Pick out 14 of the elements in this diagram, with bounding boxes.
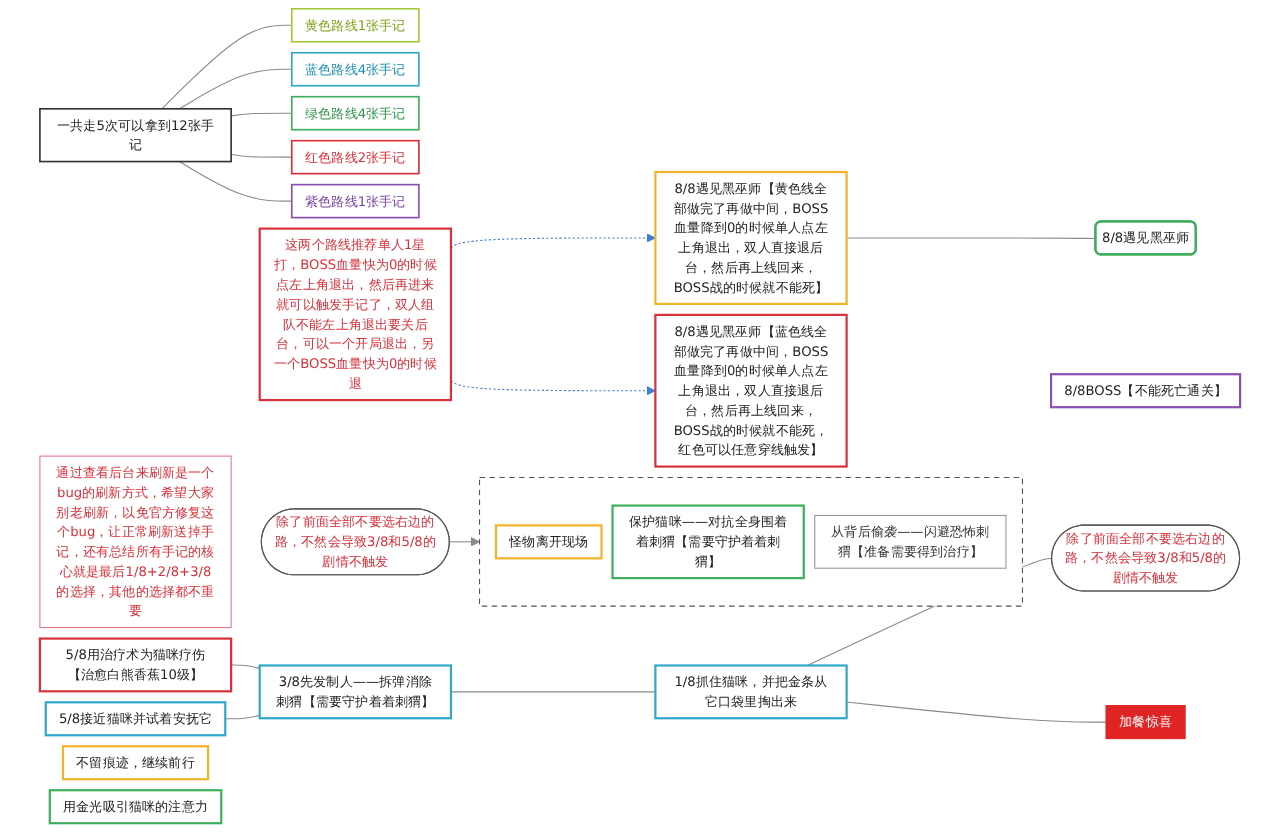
arrow [450, 380, 656, 396]
connector [450, 691, 656, 693]
connector [178, 68, 293, 110]
connector [230, 112, 293, 117]
arrow [448, 537, 480, 547]
cluster [478, 477, 1023, 607]
connector [230, 153, 293, 158]
connector [161, 24, 293, 110]
connector [846, 701, 1107, 723]
connector [178, 161, 293, 202]
connector [230, 664, 261, 669]
arrow [450, 233, 656, 249]
connector [224, 714, 261, 720]
connector [846, 237, 1097, 240]
